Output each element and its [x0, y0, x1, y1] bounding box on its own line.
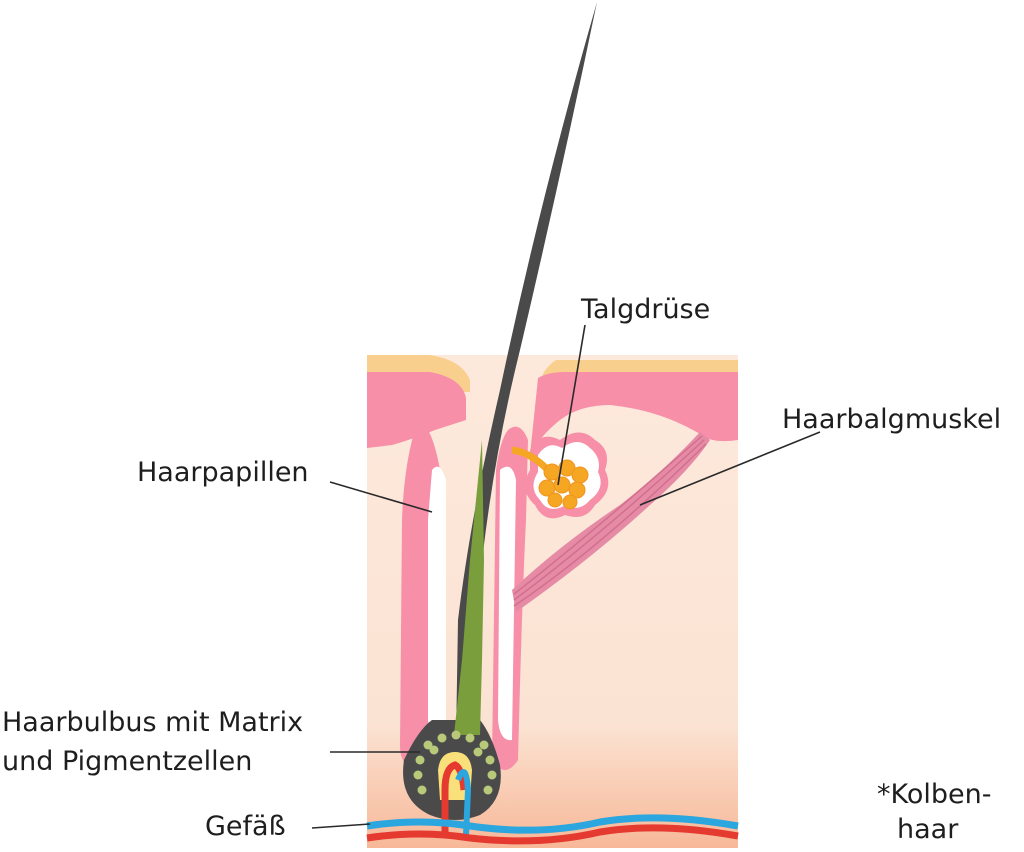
label-kolbenhaar-line2: haar — [897, 814, 959, 845]
label-haarbulbus-line1: Haarbulbus mit Matrix — [2, 707, 304, 738]
leader-lines — [311, 324, 821, 829]
label-gefaess: Gefäß — [205, 811, 286, 842]
dermis-left — [367, 372, 466, 448]
sebaceous-gland-cells — [538, 459, 589, 510]
follicle-gap-right — [498, 466, 516, 741]
dermis-right — [530, 372, 738, 455]
label-talgdruese: Talgdrüse — [581, 294, 711, 325]
label-kolbenhaar-line1: *Kolben- — [877, 779, 992, 810]
label-haarbulbus-line2: und Pigmentzellen — [2, 746, 253, 777]
follicle-gap — [428, 466, 446, 740]
vessel-blue — [366, 814, 739, 834]
matrix-pigment-cells — [413, 730, 497, 795]
leader-talgdruese — [557, 324, 586, 486]
label-haarpapillen: Haarpapillen — [137, 457, 309, 488]
leader-haarpapillen — [329, 481, 433, 513]
label-haarbalgmuskel: Haarbalgmuskel — [782, 404, 1002, 435]
leader-gefaess — [311, 823, 371, 829]
papilla-vessel-blue — [455, 769, 472, 836]
muscle-fibers — [513, 435, 707, 607]
leader-haarbalgmuskel — [639, 431, 821, 506]
vessel-red — [366, 824, 739, 845]
papilla-vessel-red — [441, 761, 468, 835]
inner-root-sheath — [454, 440, 484, 735]
sebaceous-duct — [511, 446, 551, 473]
